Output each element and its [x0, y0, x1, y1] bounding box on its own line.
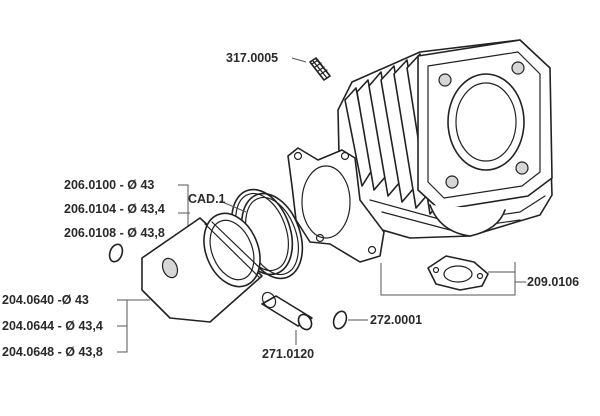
cylinder [337, 39, 553, 239]
piston-pin [261, 291, 313, 331]
label-ring-43: 206.0100 - Ø 43 [64, 178, 154, 192]
label-ring-43-4: 206.0104 - Ø 43,4 [64, 202, 165, 216]
label-pin: 271.0120 [262, 347, 314, 361]
circlip [332, 310, 348, 330]
label-piston-43: 204.0640 -Ø 43 [2, 293, 89, 307]
label-piston-43-4: 204.0644 - Ø 43,4 [2, 319, 103, 333]
label-piston-43-8: 204.0648 - Ø 43,8 [2, 345, 103, 359]
label-cad: CAD.1 [188, 192, 226, 206]
leader-line [291, 57, 307, 63]
label-exhaust-gasket: 209.0106 [527, 275, 579, 289]
piston [141, 212, 265, 323]
bracket-gasket [380, 262, 516, 296]
label-ring-43-8: 206.0108 - Ø 43,8 [64, 226, 165, 240]
leader-line [219, 200, 247, 213]
bracket-pistons [117, 299, 150, 353]
label-clip: 272.0001 [370, 313, 422, 327]
circlip-left [108, 243, 124, 263]
base-gasket [287, 147, 385, 263]
exhaust-gasket [427, 255, 489, 291]
label-stud: 317.0005 [226, 51, 278, 65]
stud-bolt [309, 57, 331, 81]
